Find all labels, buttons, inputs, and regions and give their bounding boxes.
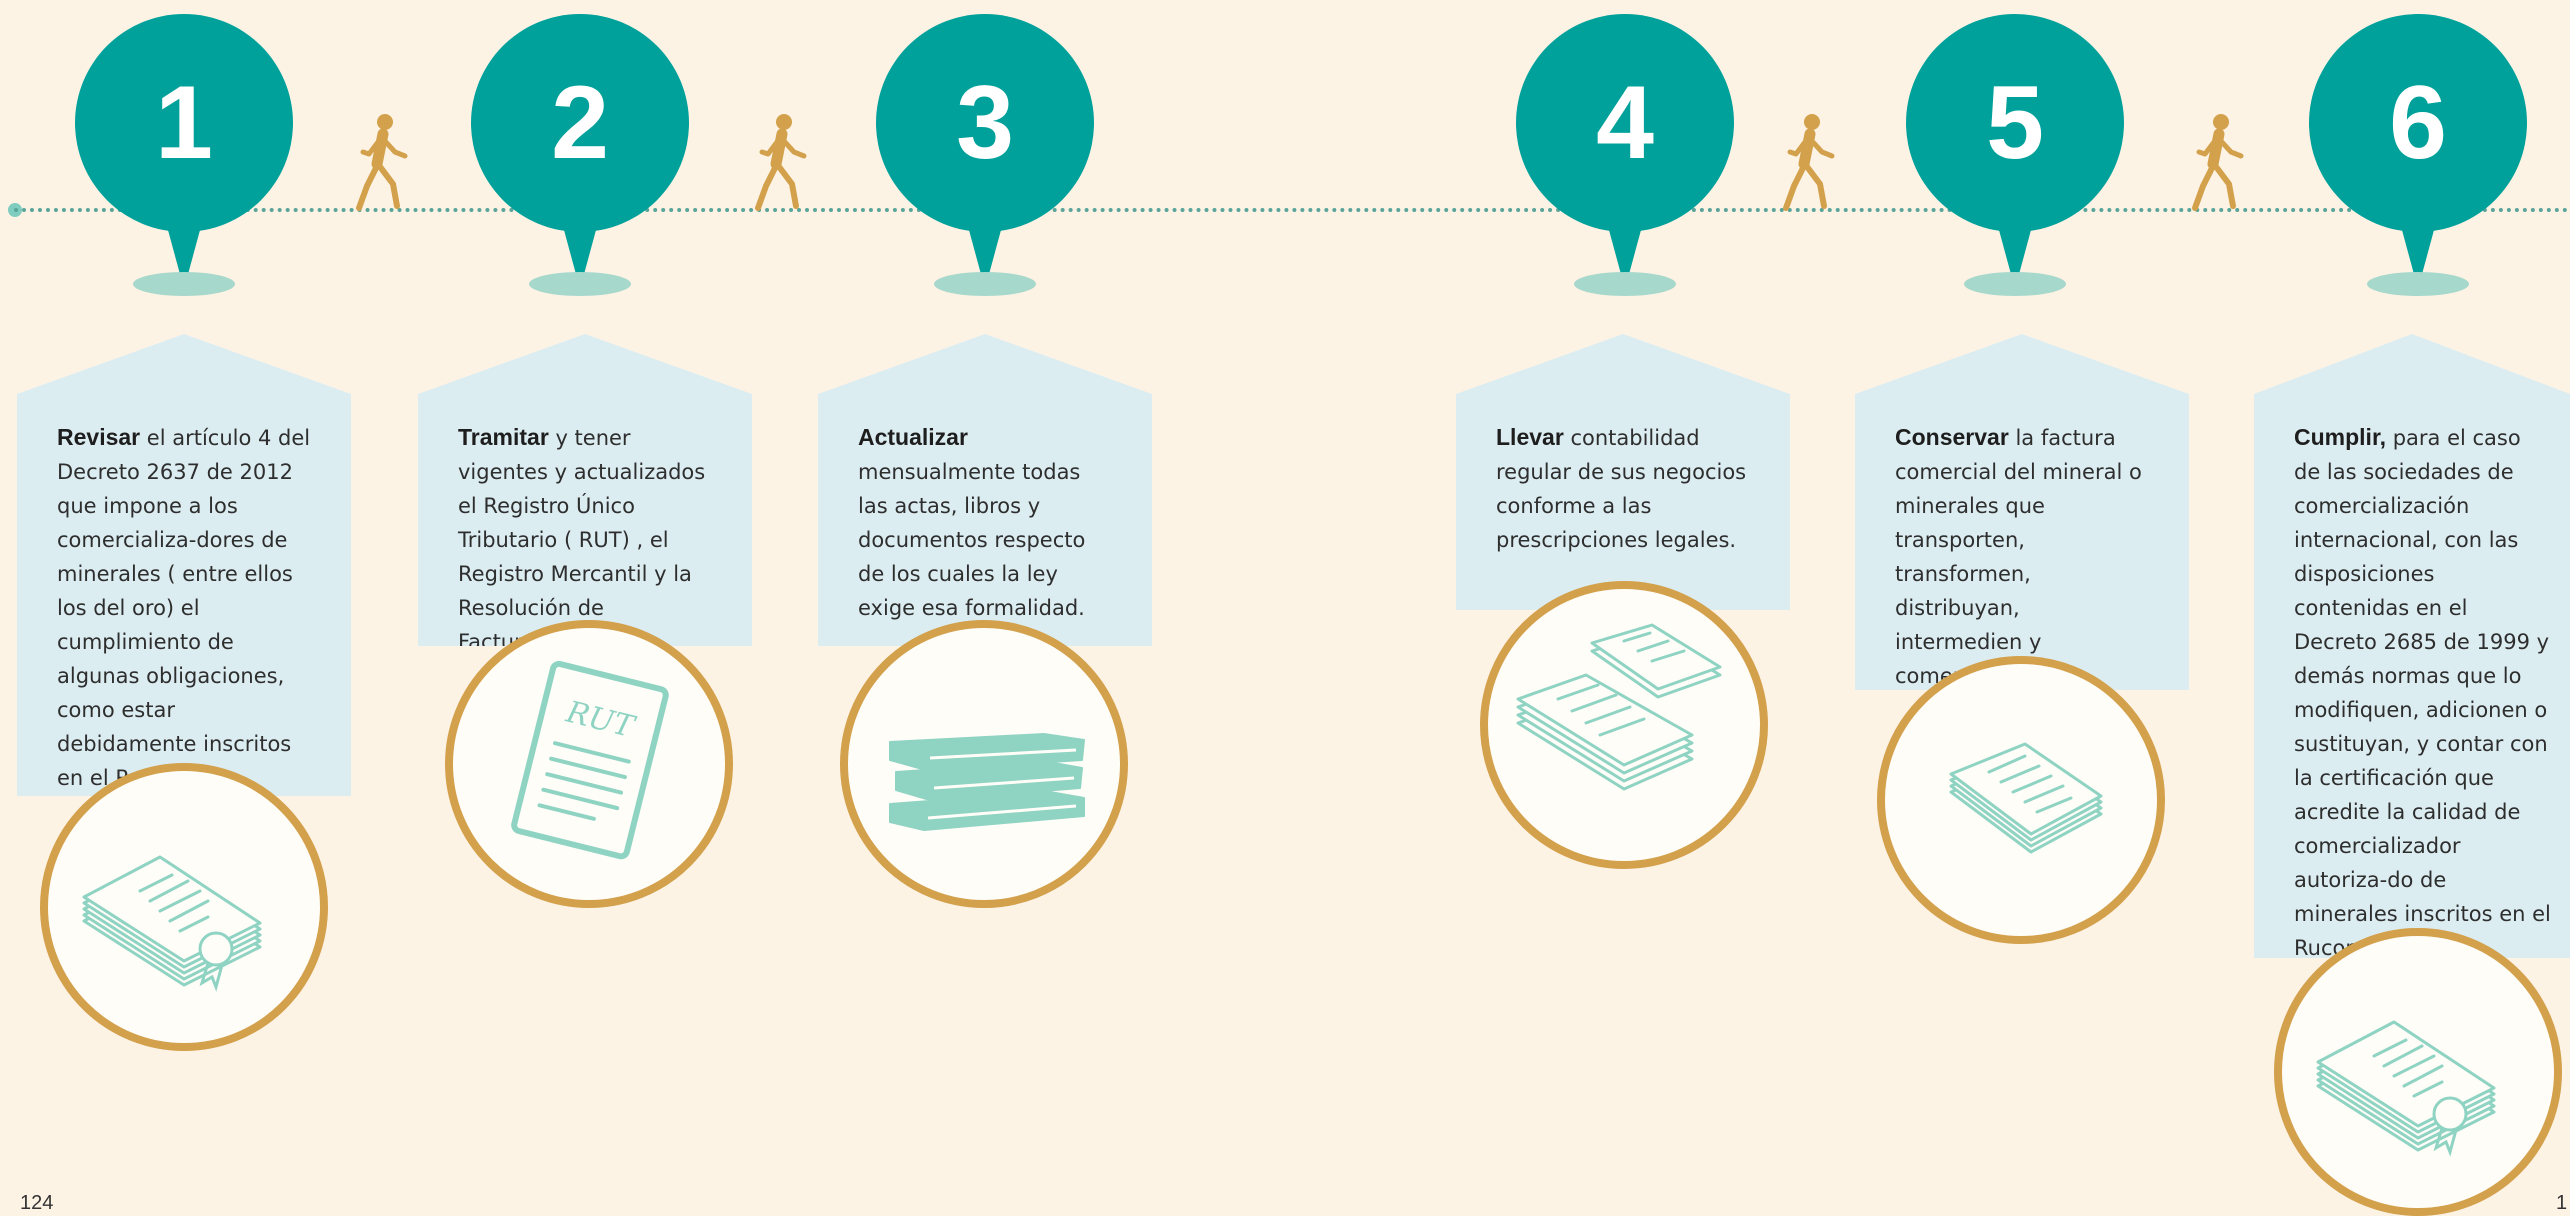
step-number: 3: [956, 65, 1014, 181]
step-number: 4: [1596, 65, 1654, 181]
step-number: 2: [551, 65, 609, 181]
step-4-marker: 4: [1516, 14, 1734, 314]
step-action: Cumplir,: [2294, 424, 2387, 450]
pin-shadow: [934, 272, 1036, 296]
pin-shadow: [1574, 272, 1676, 296]
walking-person-icon: [1783, 114, 1835, 211]
pin-shadow: [1964, 272, 2066, 296]
rut-document-icon: RUT: [511, 660, 669, 860]
step-description: Tramitar y tener vigentes y actualizados…: [458, 420, 716, 646]
pin-bubble: [471, 14, 689, 232]
pin-shadow: [133, 272, 235, 296]
step-text: la factura comercial del mineral o miner…: [1895, 426, 2142, 688]
pin-bubble: [2309, 14, 2527, 232]
step-description: Conservar la factura comercial del miner…: [1895, 420, 2153, 690]
step-description: Cumplir, para el caso de las sociedades …: [2294, 420, 2552, 960]
step-1-marker: 1: [75, 14, 293, 314]
step-action: Conservar: [1895, 424, 2009, 450]
pin-bubble: [75, 14, 293, 232]
step-text: contabilidad regular de sus negocios con…: [1496, 426, 1747, 552]
step-description: Revisar el artículo 4 del Decreto 2637 d…: [57, 420, 315, 795]
step-2-card: Tramitar y tener vigentes y actualizados…: [418, 334, 752, 646]
pin-shadow: [2367, 272, 2469, 296]
step-action: Revisar: [57, 424, 141, 450]
step-action: Tramitar: [458, 424, 549, 450]
step-1-icon-medallion: [40, 763, 328, 1051]
step-6-marker: 6: [2309, 14, 2527, 314]
step-5-marker: 5: [1906, 14, 2124, 314]
step-action: Actualizar: [858, 424, 968, 450]
step-2-marker: 2: [471, 14, 689, 314]
step-text: el artículo 4 del Decreto 2637 de 2012 q…: [57, 426, 311, 790]
step-description: Llevar contabilidad regular de sus negoc…: [1496, 420, 1754, 557]
walking-person-icon: [2192, 114, 2244, 211]
invoice-stack-icon: [1949, 742, 2103, 854]
step-3-icon-medallion: [840, 620, 1128, 908]
pin-shadow: [529, 272, 631, 296]
walking-person-icon: [356, 114, 408, 211]
step-5-card: Conservar la factura comercial del miner…: [1855, 334, 2189, 690]
pin-bubble: [1516, 14, 1734, 232]
certificate-icon: [82, 855, 262, 992]
open-ledger-icon: [1516, 623, 1722, 791]
step-6-icon-medallion: [2274, 928, 2562, 1216]
books-stack-icon: [889, 733, 1085, 831]
timeline-dotted-line: [14, 208, 2570, 212]
page-number-left: 124: [20, 1192, 54, 1214]
step-action: Llevar: [1496, 424, 1564, 450]
step-2-icon-medallion: RUT: [445, 620, 733, 908]
step-number: 1: [155, 65, 213, 181]
step-text: mensualmente todas las actas, libros y d…: [858, 460, 1086, 620]
step-4-icon-medallion: [1480, 581, 1768, 869]
step-number: 6: [2389, 65, 2447, 181]
step-1-card: Revisar el artículo 4 del Decreto 2637 d…: [17, 334, 351, 796]
step-3-card: Actualizar mensualmente todas las actas,…: [818, 334, 1152, 646]
step-4-card: Llevar contabilidad regular de sus negoc…: [1456, 334, 1790, 610]
pin-bubble: [1906, 14, 2124, 232]
step-text: y tener vigentes y actualizados el Regis…: [458, 426, 706, 646]
step-description: Actualizar mensualmente todas las actas,…: [858, 420, 1116, 625]
walking-person-icon: [755, 114, 807, 211]
step-number: 5: [1986, 65, 2044, 181]
pin-bubble: [876, 14, 1094, 232]
step-5-icon-medallion: [1877, 656, 2165, 944]
step-6-card: Cumplir, para el caso de las sociedades …: [2254, 334, 2570, 958]
step-3-marker: 3: [876, 14, 1094, 314]
certificate-icon: [2316, 1020, 2496, 1157]
step-text: para el caso de las sociedades de comerc…: [2294, 426, 2551, 960]
page-number-right: 1: [2556, 1192, 2568, 1214]
